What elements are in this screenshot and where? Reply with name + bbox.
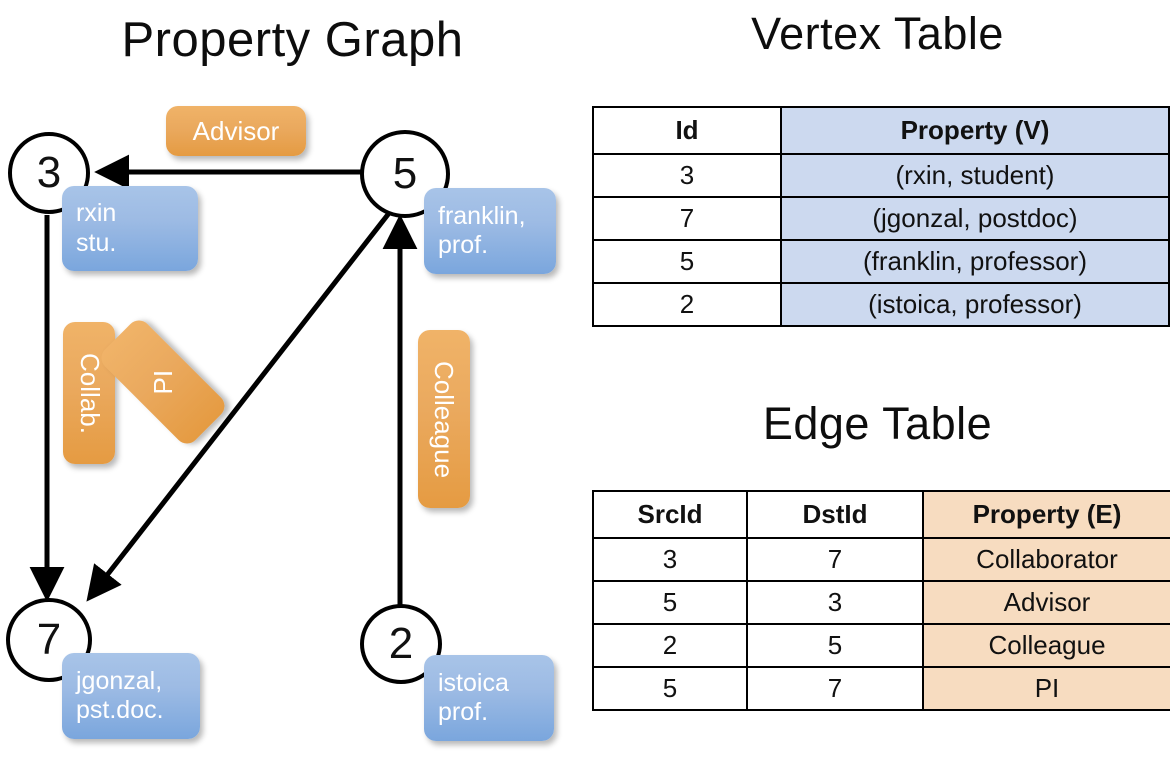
edge-row-0-dst: 7 [746, 537, 924, 582]
graph-node-7-label: 7 [36, 615, 62, 664]
table-row[interactable]: 5 (franklin, professor) [592, 239, 1170, 284]
vertex-row-0-property: (rxin, student) [780, 153, 1170, 198]
table-row[interactable]: 7 (jgonzal, postdoc) [592, 196, 1170, 241]
graph-node-5-label: 5 [392, 149, 418, 198]
vertex-row-1-id: 7 [592, 196, 782, 241]
edge-row-2-dst: 5 [746, 623, 924, 668]
page-title-property-graph: Property Graph [121, 13, 464, 67]
edge-label-collab[interactable]: Collab. [63, 322, 115, 464]
edge-row-1-property: Advisor [922, 580, 1170, 625]
edge-label-advisor-text: Advisor [192, 115, 280, 146]
vertex-row-2-id: 5 [592, 239, 782, 284]
edge-label-colleague-text: Colleague [429, 360, 460, 478]
vertex-property-box-7-line2: pst.doc. [76, 696, 164, 724]
page-title-vertex-table: Vertex Table [751, 8, 1004, 59]
edge-table-header-row: SrcId DstId Property (E) [592, 490, 1170, 539]
table-row[interactable]: 2 5 Colleague [592, 623, 1170, 668]
edge-row-3-dst: 7 [746, 666, 924, 711]
vertex-table-header-row: Id Property (V) [592, 106, 1170, 155]
vertex-table-header-id: Id [592, 106, 782, 155]
graph-edges-layer [29, 154, 418, 606]
edge-label-advisor[interactable]: Advisor [166, 106, 306, 156]
vertex-property-box-2-line2: prof. [438, 698, 489, 726]
edge-row-0-src: 3 [592, 537, 748, 582]
edge-table-header-dstid: DstId [746, 490, 924, 539]
edge-label-colleague[interactable]: Colleague [418, 330, 470, 508]
graph-node-5[interactable]: 5 [360, 130, 450, 218]
vertex-row-3-id: 2 [592, 282, 782, 327]
edge-row-1-dst: 3 [746, 580, 924, 625]
edge-row-3-src: 5 [592, 666, 748, 711]
graph-node-2[interactable]: 2 [360, 604, 442, 684]
edge-label-collab-text: Collab. [74, 352, 105, 434]
vertex-property-box-3[interactable]: rxin stu. [62, 186, 198, 271]
vertex-property-box-5-line1: franklin, [438, 201, 526, 230]
vertex-row-1-property: (jgonzal, postdoc) [780, 196, 1170, 241]
edge-label-pi-text: PI [147, 369, 178, 395]
edge-table: SrcId DstId Property (E) 3 7 Collaborato… [592, 490, 1170, 711]
vertex-property-box-7[interactable]: jgonzal, pst.doc. [62, 653, 200, 739]
vertex-table-header-property: Property (V) [780, 106, 1170, 155]
edge-row-2-src: 2 [592, 623, 748, 668]
vertex-row-3-property: (istoica, professor) [780, 282, 1170, 327]
table-row[interactable]: 5 3 Advisor [592, 580, 1170, 625]
graph-node-3-label: 3 [36, 148, 62, 197]
vertex-property-box-7-line1: jgonzal, [76, 666, 163, 695]
vertex-table: Id Property (V) 3 (rxin, student) 7 (jgo… [592, 106, 1170, 327]
page-title-edge-table: Edge Table [762, 398, 993, 449]
vertex-property-box-2[interactable]: istoica prof. [424, 655, 554, 741]
edge-row-3-property: PI [922, 666, 1170, 711]
vertex-property-box-5-line2: prof. [438, 231, 489, 259]
vertex-property-box-5[interactable]: franklin, prof. [424, 188, 556, 274]
edge-row-1-src: 5 [592, 580, 748, 625]
table-row[interactable]: 5 7 PI [592, 666, 1170, 711]
vertex-row-2-property: (franklin, professor) [780, 239, 1170, 284]
table-row[interactable]: 3 (rxin, student) [592, 153, 1170, 198]
edge-table-header-property: Property (E) [922, 490, 1170, 539]
edge-line-pi [86, 206, 395, 602]
vertex-property-box-3-line1: rxin [76, 199, 117, 227]
vertex-property-box-3-line2: stu. [76, 228, 117, 257]
vertex-row-0-id: 3 [592, 153, 782, 198]
vertex-property-box-2-line1: istoica [438, 668, 509, 697]
edge-table-header-srcid: SrcId [592, 490, 748, 539]
graph-node-2-label: 2 [388, 619, 414, 668]
table-row[interactable]: 2 (istoica, professor) [592, 282, 1170, 327]
edge-row-2-property: Colleague [922, 623, 1170, 668]
table-row[interactable]: 3 7 Collaborator [592, 537, 1170, 582]
edge-row-0-property: Collaborator [922, 537, 1170, 582]
